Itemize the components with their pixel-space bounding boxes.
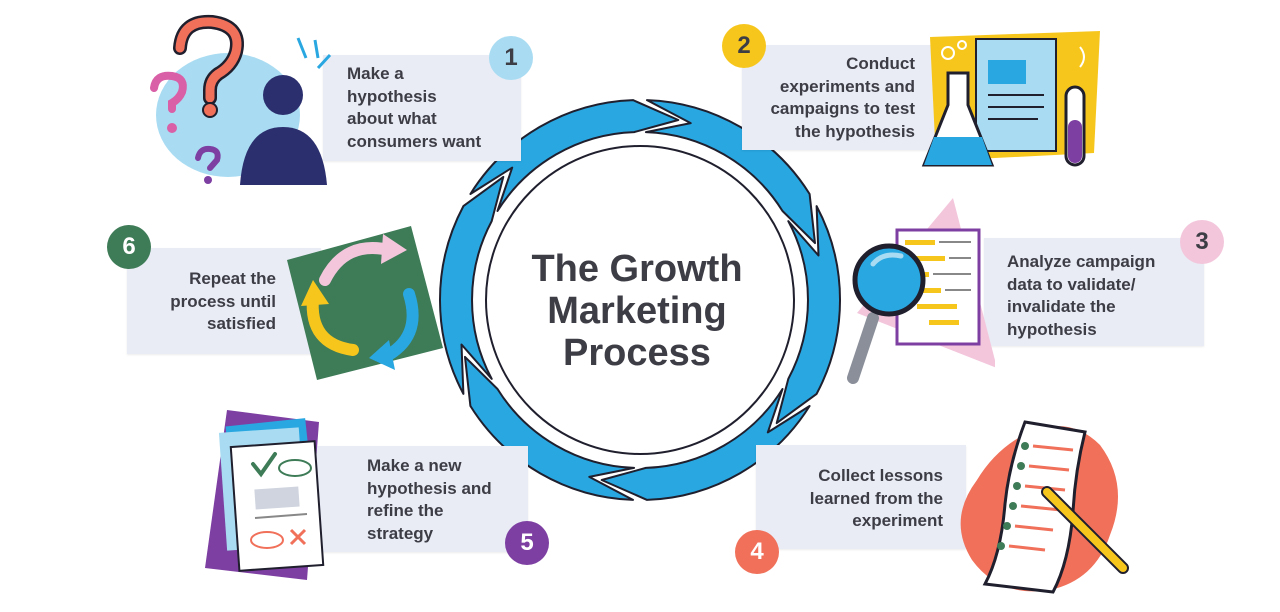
recycle-arrows-icon bbox=[287, 226, 443, 380]
revised-documents-icon bbox=[205, 410, 325, 580]
cycle-arrow-segment-4 bbox=[464, 355, 636, 501]
checklist-pencil-icon bbox=[960, 420, 1129, 594]
ring-inner-circle bbox=[485, 145, 795, 455]
title-line-3: Process bbox=[563, 332, 711, 374]
step-3-badge: 3 bbox=[1180, 220, 1224, 264]
step-5-badge: 5 bbox=[505, 521, 549, 565]
diagram-title: The Growth Marketing Process bbox=[492, 248, 782, 374]
step-3-card bbox=[984, 238, 1204, 346]
step-6-badge: 6 bbox=[107, 225, 151, 269]
step-1-card bbox=[323, 55, 521, 161]
question-person-icon bbox=[150, 14, 332, 185]
step-5-card bbox=[300, 446, 528, 552]
step-4-card bbox=[756, 445, 966, 549]
cycle-arrow-segment-5 bbox=[439, 175, 505, 395]
title-line-2: Marketing bbox=[547, 290, 727, 332]
step-2-card bbox=[742, 45, 936, 150]
cycle-arrow-segment-2 bbox=[775, 205, 841, 425]
lab-flask-document-icon bbox=[921, 31, 1100, 167]
magnifier-report-icon bbox=[847, 198, 995, 384]
step-4-badge: 4 bbox=[735, 530, 779, 574]
step-1-badge: 1 bbox=[489, 36, 533, 80]
cycle-arrow-segment-1 bbox=[644, 99, 816, 245]
title-line-1: The Growth bbox=[531, 248, 743, 290]
step-2-badge: 2 bbox=[722, 24, 766, 68]
